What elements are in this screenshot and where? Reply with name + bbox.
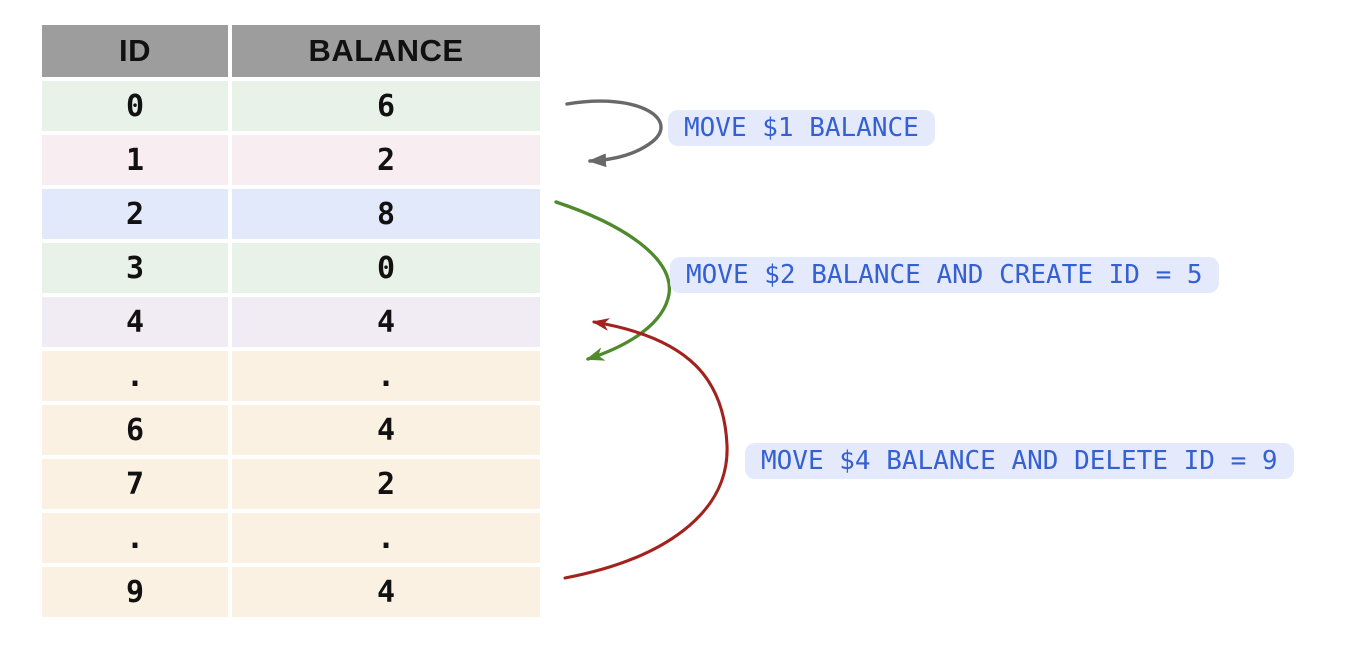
table-row-ellipsis: . . — [42, 513, 540, 563]
table-row: 2 8 — [42, 189, 540, 239]
cell-id: 1 — [42, 135, 228, 185]
annotation-move4-label: MOVE $4 BALANCE AND DELETE ID = 9 — [745, 443, 1294, 479]
table-row: 6 4 — [42, 405, 540, 455]
table-row-ellipsis: . . — [42, 351, 540, 401]
move4-arrow — [563, 318, 729, 580]
cell-id: 2 — [42, 189, 228, 239]
table-row: 1 2 — [42, 135, 540, 185]
cell-balance: 2 — [232, 135, 540, 185]
cell-balance: 2 — [232, 459, 540, 509]
cell-balance: . — [232, 513, 540, 563]
header-cell-balance: BALANCE — [232, 25, 540, 77]
cell-id: 4 — [42, 297, 228, 347]
table-row: 4 4 — [42, 297, 540, 347]
balances-table: ID BALANCE 0 6 1 2 2 8 3 0 4 4 . . 6 4 — [42, 25, 540, 617]
move1-arrow — [565, 99, 663, 168]
table-row: 9 4 — [42, 567, 540, 617]
cell-balance: 8 — [232, 189, 540, 239]
cell-balance: 4 — [232, 297, 540, 347]
move2-arrow — [554, 200, 671, 361]
cell-balance: 0 — [232, 243, 540, 293]
cell-id: 3 — [42, 243, 228, 293]
cell-balance: . — [232, 351, 540, 401]
cell-id: 6 — [42, 405, 228, 455]
cell-balance: 4 — [232, 567, 540, 617]
annotation-move2-label: MOVE $2 BALANCE AND CREATE ID = 5 — [670, 257, 1219, 293]
cell-balance: 6 — [232, 81, 540, 131]
annotation-move1-label: MOVE $1 BALANCE — [668, 110, 935, 146]
header-cell-id: ID — [42, 25, 228, 77]
cell-id: . — [42, 351, 228, 401]
cell-id: 0 — [42, 81, 228, 131]
table-row: 0 6 — [42, 81, 540, 131]
table-row: 7 2 — [42, 459, 540, 509]
cell-id: 9 — [42, 567, 228, 617]
cell-balance: 4 — [232, 405, 540, 455]
cell-id: 7 — [42, 459, 228, 509]
table-header-row: ID BALANCE — [42, 25, 540, 77]
cell-id: . — [42, 513, 228, 563]
table-row: 3 0 — [42, 243, 540, 293]
